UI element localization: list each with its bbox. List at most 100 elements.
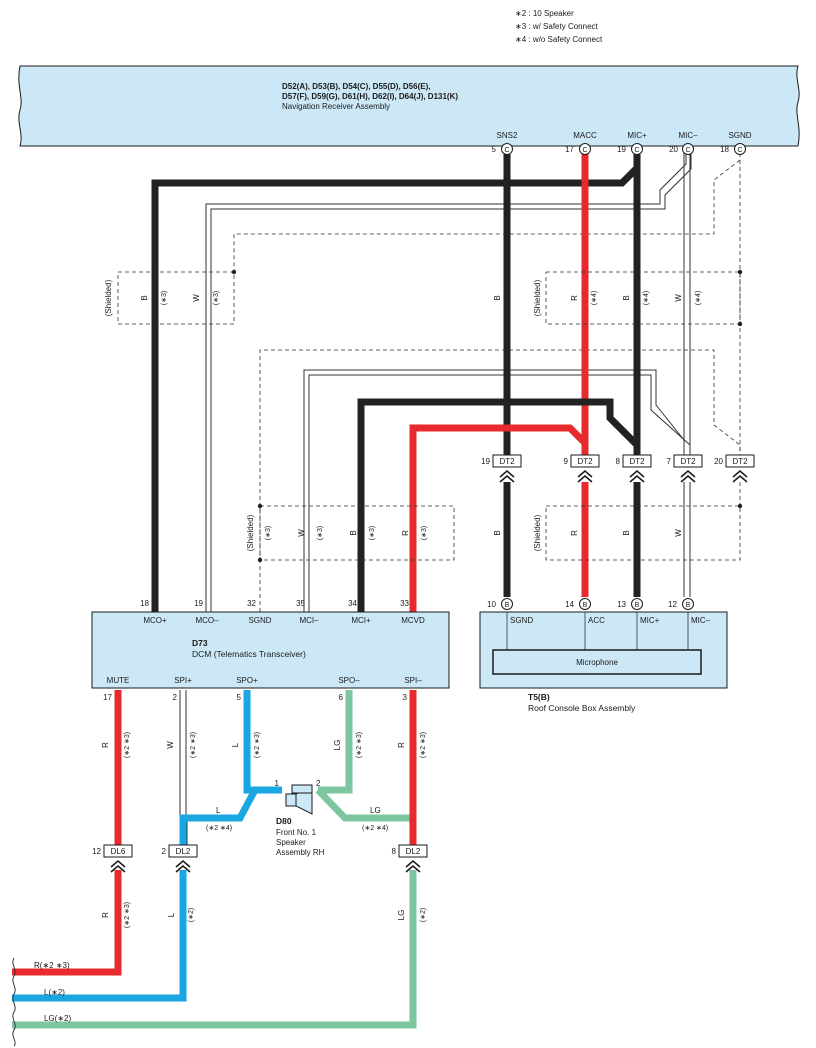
- wire-note: (∗3): [421, 526, 428, 540]
- edge-label-l: L(∗2): [44, 988, 65, 997]
- mic-pin-num: 14: [565, 600, 574, 609]
- dcm-pin-num: 18: [140, 599, 149, 608]
- dcm-pin-label-mci-plus: MCI+: [351, 616, 371, 625]
- wire-note: (∗2): [420, 908, 427, 922]
- left-edge-breaks: R(∗2 ∗3) L(∗2) LG(∗2): [12, 957, 71, 1047]
- nav-pin-letter: C: [737, 147, 742, 154]
- dt2-pin-num: 19: [481, 457, 490, 466]
- wire-color-r: R: [101, 742, 110, 748]
- wire-color-r: R: [401, 530, 410, 536]
- dt2-19: 19 DT2: [481, 454, 522, 483]
- wire-mci-plus-black: [357, 398, 641, 612]
- dt2-pin-num: 7: [667, 457, 672, 466]
- speaker-name-1: Front No. 1: [276, 828, 317, 837]
- wire-mco-plus-black: [151, 153, 641, 612]
- wire-note: (∗3): [161, 291, 168, 305]
- wire-color-w: W: [297, 529, 306, 537]
- wire-note: (∗2 ∗3): [124, 902, 131, 928]
- edge-label-lg: LG(∗2): [44, 1014, 71, 1023]
- nav-pin-num: 20: [669, 145, 678, 154]
- wire-color-r: R: [570, 295, 579, 301]
- mic-pin-num: 10: [487, 600, 496, 609]
- nav-pin-letter: C: [685, 147, 690, 154]
- note-without-safety-connect: ∗4 : w/o Safety Connect: [515, 35, 603, 44]
- wire-color-w: W: [166, 741, 175, 749]
- dcm-pin-label-spo-plus: SPO+: [236, 676, 258, 685]
- edge-label-r: R(∗2 ∗3): [34, 961, 70, 970]
- connector-pin-num: 8: [392, 847, 397, 856]
- dcm-pin-num: 3: [403, 693, 408, 702]
- wire-color-r: R: [570, 530, 579, 536]
- dcm-pin-num: 33: [400, 599, 409, 608]
- mic-pin-label-sgnd: SGND: [510, 616, 533, 625]
- wire-note: (∗2 ∗3): [254, 732, 261, 758]
- wire-note: (∗4): [695, 291, 702, 305]
- note-with-safety-connect: ∗3 : w/ Safety Connect: [515, 22, 599, 31]
- shield-label-right-mid: (Shielded): [533, 514, 542, 551]
- navigation-receiver-box: [18, 65, 800, 147]
- wire-color-b: B: [349, 530, 358, 535]
- mic-pin-letter: B: [635, 602, 640, 609]
- wire-color-r: R: [101, 912, 110, 918]
- dcm-pin-num: 5: [237, 693, 242, 702]
- nav-pin-num: 5: [492, 145, 497, 154]
- wire-color-l: L: [216, 806, 221, 815]
- wire-color-w: W: [674, 529, 683, 537]
- nav-pin-label-mic-minus: MIC–: [678, 131, 698, 140]
- lower-connectors: 12 DL6 2 DL2 8 DL2: [92, 844, 428, 873]
- dcm-pin-label-spo-minus: SPO–: [338, 676, 360, 685]
- connector-dl6: 12 DL6: [92, 844, 133, 873]
- mic-pin-letter: B: [505, 602, 510, 609]
- wire-note: (∗4): [591, 291, 598, 305]
- dcm-pin-label-mco-minus: MCO–: [195, 616, 219, 625]
- wire-color-l: L: [231, 742, 240, 747]
- wire-color-b: B: [622, 530, 631, 535]
- dt2-connectors: 19 DT2 9 DT2 8 DT2 7 DT2 20 DT2: [481, 454, 755, 483]
- wire-color-lg: LG: [397, 910, 406, 921]
- connector-dl2-8: 8 DL2: [392, 844, 428, 873]
- dt2-20: 20 DT2: [714, 454, 755, 483]
- wire-note: (∗2 ∗4): [206, 825, 232, 832]
- nav-connector-list-1: D52(A), D53(B), D54(C), D55(D), D56(E),: [282, 82, 430, 91]
- dcm-pin-label-spi-minus: SPI–: [404, 676, 422, 685]
- mic-pin-letter: B: [583, 602, 588, 609]
- mic-pin-num: 13: [617, 600, 626, 609]
- wire-color-b: B: [622, 295, 631, 300]
- dcm-name: DCM (Telematics Transceiver): [192, 649, 306, 659]
- note-10-speaker: ∗2 : 10 Speaker: [515, 9, 574, 18]
- nav-pin-label-sns2: SNS2: [497, 131, 518, 140]
- nav-pin-label-macc: MACC: [573, 131, 597, 140]
- wire-lg-bottom: [12, 870, 417, 1029]
- dt2-pin-num: 20: [714, 457, 723, 466]
- wire-spo-plus-blue: [243, 690, 282, 794]
- wire-note: (∗2 ∗3): [420, 732, 427, 758]
- connector-name: DL6: [111, 847, 126, 856]
- shield-right-upper: (Shielded) B R (∗4) B (∗4) W (∗4): [493, 269, 743, 327]
- shield-label-left-upper: (Shielded): [104, 279, 113, 316]
- speaker-id: D80: [276, 816, 292, 826]
- speaker-pin-1: 1: [275, 779, 280, 788]
- dcm-pin-num: 35: [296, 599, 305, 608]
- nav-pin-letter: C: [504, 147, 509, 154]
- wire-color-b: B: [493, 295, 502, 300]
- speaker-name-3: Assembly RH: [276, 848, 325, 857]
- dt2-name: DT2: [577, 457, 593, 466]
- speaker-pin-2: 2: [316, 779, 321, 788]
- mic-pin-label-acc: ACC: [588, 616, 605, 625]
- dcm-pin-num: 2: [173, 693, 178, 702]
- wire-note: (∗2 ∗3): [124, 732, 131, 758]
- mic-pin-label-mic-plus: MIC+: [640, 616, 660, 625]
- microphone-label: Microphone: [576, 658, 618, 667]
- wire-color-lg: LG: [370, 806, 381, 815]
- mic-pin-circles: 10 B 14 B 13 B 12 B: [487, 598, 694, 610]
- connector-pin-num: 2: [162, 847, 167, 856]
- dt2-pin-num: 8: [616, 457, 621, 466]
- thick-wires: [12, 153, 641, 1029]
- dt2-pin-num: 9: [564, 457, 569, 466]
- speaker-icon: 1 2: [275, 779, 321, 815]
- dcm-pin-label-spi-plus: SPI+: [174, 676, 192, 685]
- dcm-pin-num: 6: [339, 693, 344, 702]
- nav-pin-num: 19: [617, 145, 626, 154]
- dcm-id: D73: [192, 638, 208, 648]
- dcm-pin-label-mcvd: MCVD: [401, 616, 425, 625]
